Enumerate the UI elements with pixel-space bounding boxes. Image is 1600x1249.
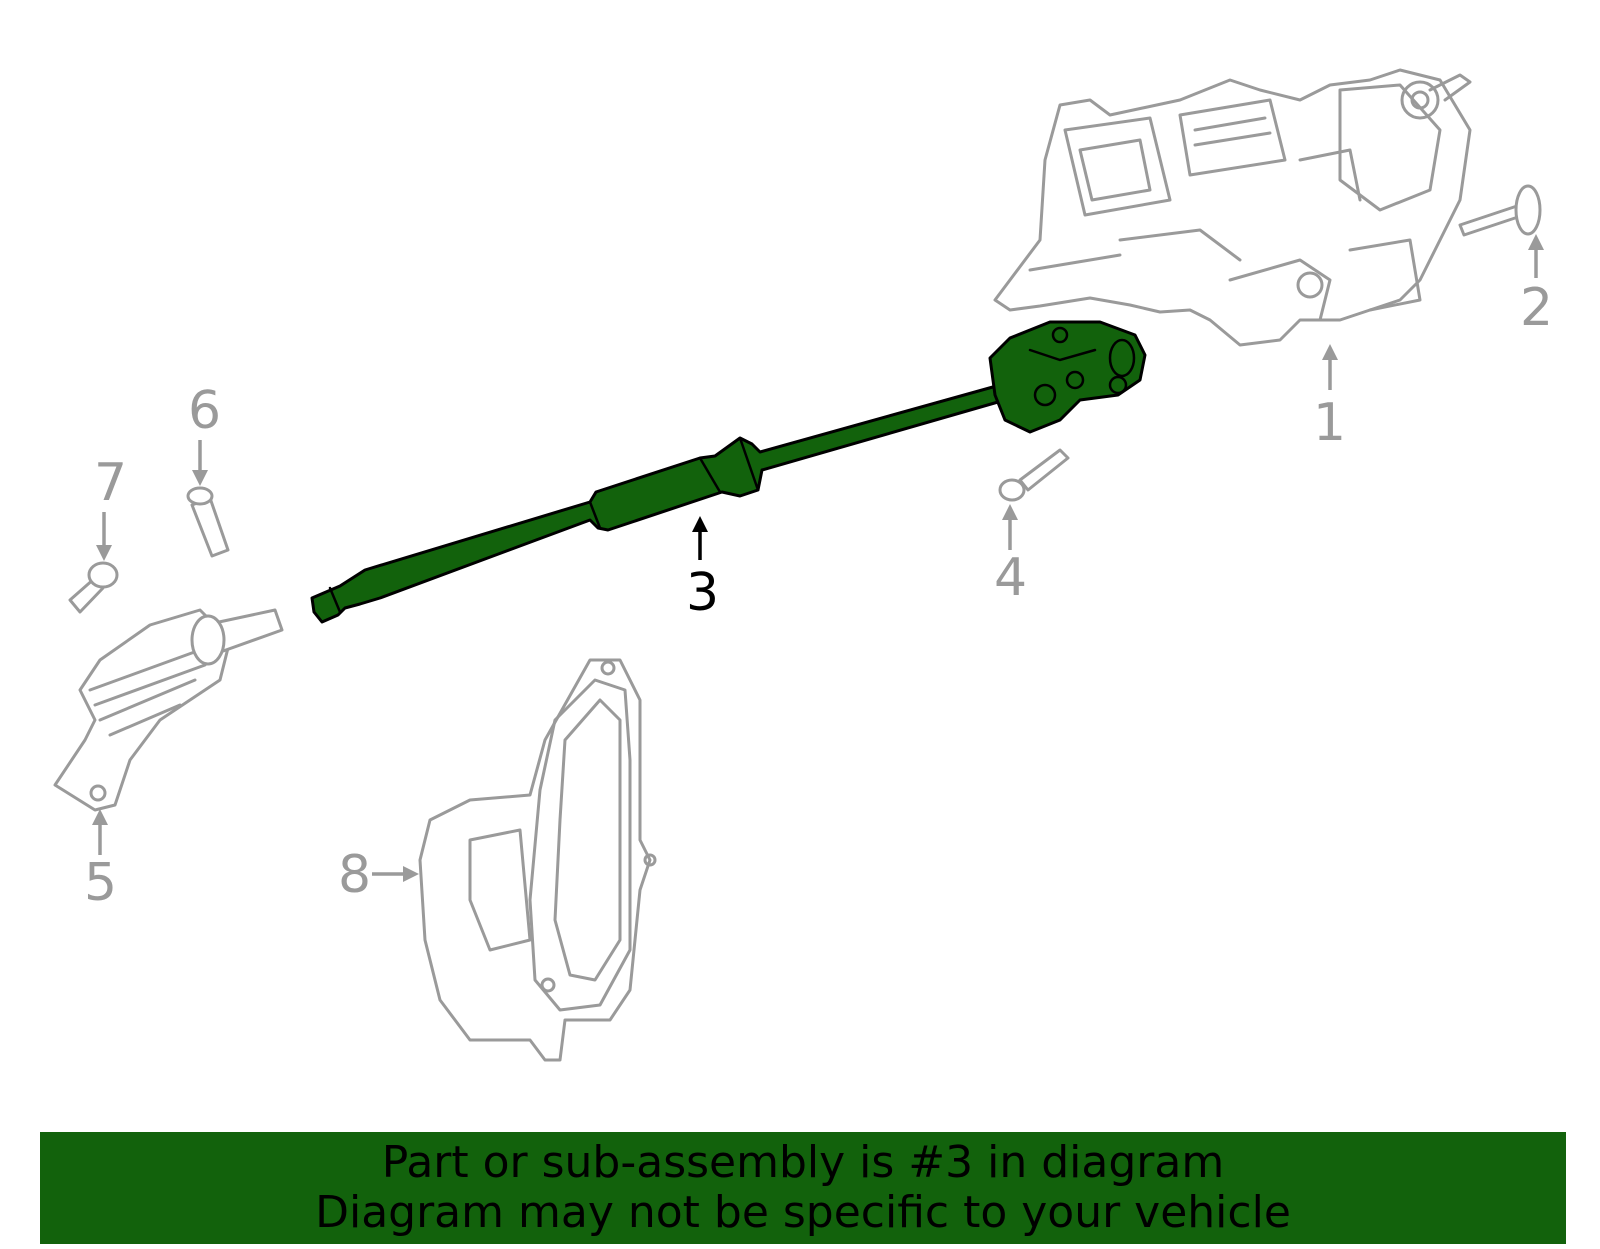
svg-text:1: 1	[1313, 393, 1346, 453]
callout-5: 5	[84, 809, 117, 913]
callout-7: 7	[94, 453, 127, 561]
svg-text:2: 2	[1520, 278, 1553, 338]
part-4-bolt[interactable]	[998, 448, 1070, 502]
banner-line-1: Part or sub-assembly is #3 in diagram	[381, 1137, 1225, 1188]
callout-4: 4	[994, 504, 1027, 608]
svg-text:8: 8	[338, 845, 371, 905]
svg-text:4: 4	[994, 548, 1027, 608]
part-2-bolt[interactable]	[1458, 184, 1542, 237]
part-5-lower-shaft[interactable]	[53, 608, 284, 812]
part-7-bolt[interactable]	[68, 561, 119, 614]
info-banner: Part or sub-assembly is #3 in diagram Di…	[40, 1132, 1566, 1244]
part-1-steering-column[interactable]	[993, 68, 1472, 347]
callout-1: 1	[1313, 344, 1346, 453]
part-3-intermediate-shaft[interactable]	[310, 320, 1147, 624]
callout-8: 8	[338, 845, 419, 905]
part-8-seal[interactable]	[418, 658, 657, 1062]
svg-text:3: 3	[686, 563, 719, 623]
callout-2: 2	[1520, 234, 1553, 338]
part-6-bolt[interactable]	[186, 486, 230, 558]
callout-6: 6	[188, 381, 221, 486]
banner-line-2: Diagram may not be specific to your vehi…	[315, 1187, 1291, 1238]
callout-3: 3	[686, 516, 719, 623]
svg-text:5: 5	[84, 853, 117, 913]
svg-text:6: 6	[188, 381, 221, 441]
svg-text:7: 7	[94, 453, 127, 513]
